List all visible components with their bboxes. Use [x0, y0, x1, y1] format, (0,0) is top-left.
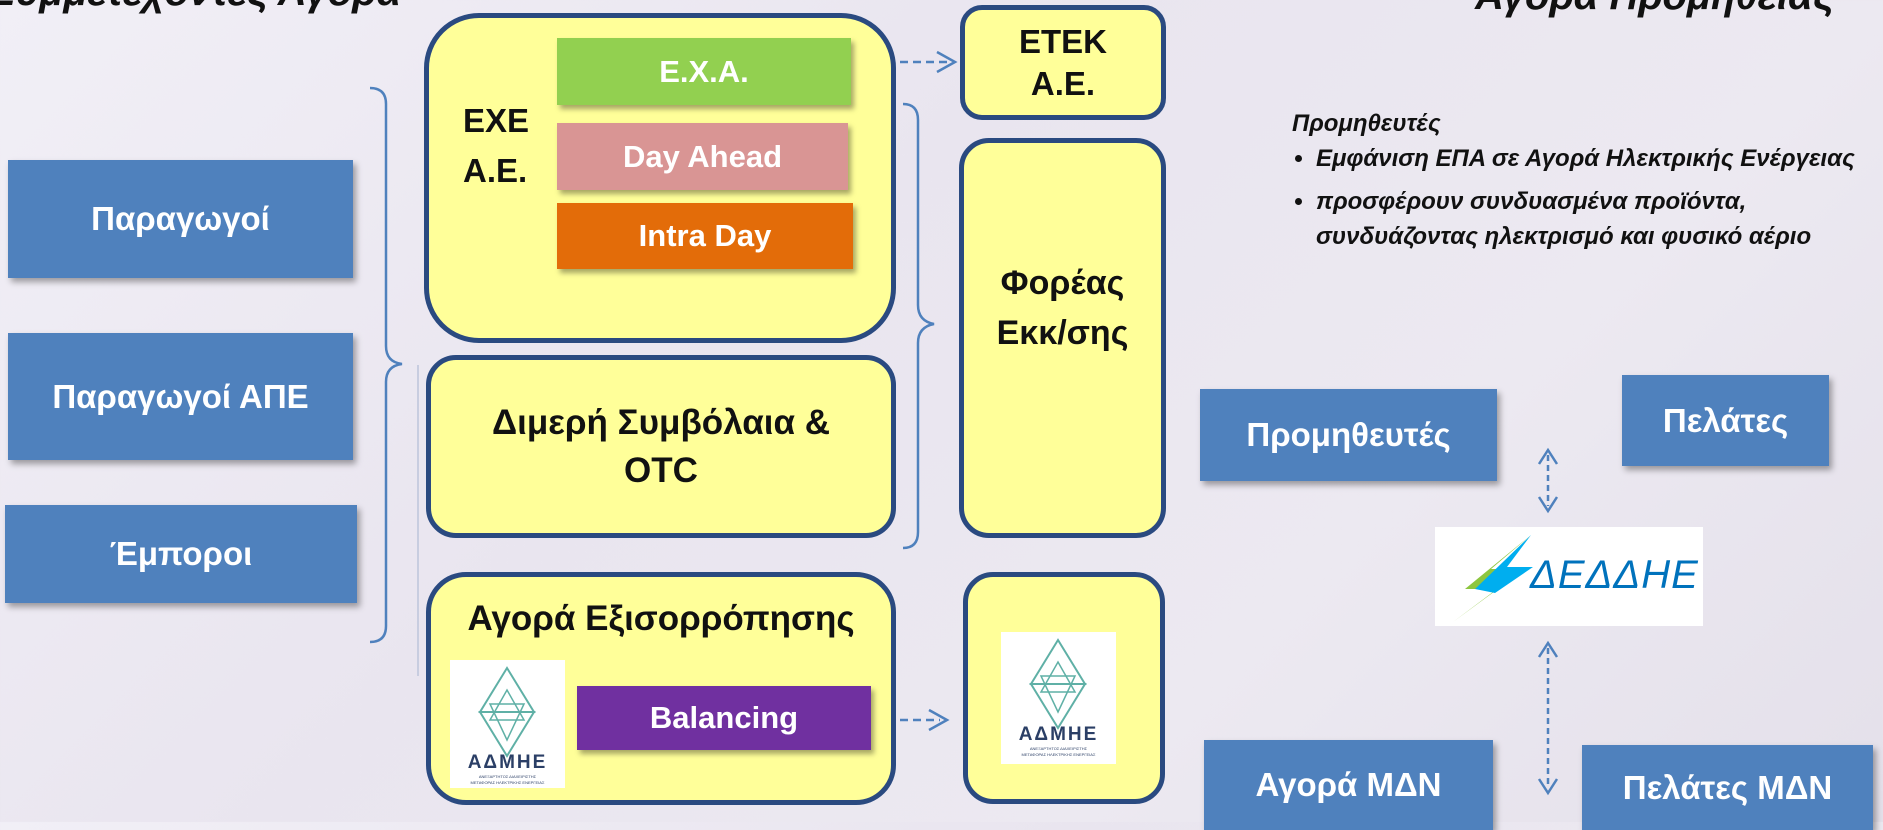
exchange-label: ΕΧΕ Α.Ε.: [463, 96, 529, 196]
etek-line1: ΕΤΕΚ: [1018, 22, 1107, 60]
clearing-line2: Εκκ/σης: [996, 314, 1129, 352]
admie-triangle-icon: [478, 666, 536, 758]
etek-line2: Α.Ε.: [1030, 64, 1096, 102]
clearing-box: Φορέας Εκκ/σης: [959, 138, 1166, 538]
suppliers-note-2: προσφέρουν συνδυασμένα προϊόντα, συνδυάζ…: [1316, 184, 1862, 254]
market-day-ahead: Day Ahead: [557, 123, 848, 190]
clearing-line1: Φορέας: [1000, 264, 1125, 302]
participant-res-producers: Παραγωγοί ΑΠΕ: [8, 333, 353, 460]
clearing-brace: [902, 102, 935, 550]
suppliers-notes-heading: Προμηθευτές: [1292, 110, 1441, 137]
admie-logo-right: ΑΔΜΗΕ ΑΝΕΞΑΡΤΗΤΟΣ ΔΙΑΧΕΙΡΙΣΤΗΣ ΜΕΤΑΦΟΡΑΣ…: [1001, 632, 1116, 764]
right-title: Αγορά Προμήθειας: [1475, 0, 1834, 19]
admie-triangle-icon-right: [1029, 638, 1087, 730]
balancing-title: Αγορά Εξισορρόπησης: [467, 599, 855, 638]
admie-logo-left: ΑΔΜΗΕ ΑΝΕΞΑΡΤΗΤΟΣ ΔΙΑΧΕΙΡΙΣΤΗΣ ΜΕΤΑΦΟΡΑΣ…: [450, 660, 565, 788]
suppliers-note-1: Εμφάνιση ΕΠΑ σε Αγορά Ηλεκτρικής Ενέργει…: [1316, 141, 1862, 176]
left-title: Συμμετέχοντες Αγορά: [0, 0, 401, 15]
market-intra-day: Intra Day: [557, 203, 853, 269]
exchange-label-line1: ΕΧΕ: [463, 102, 530, 139]
ndn-market-box: Αγορά ΜΔΝ: [1204, 740, 1493, 830]
exchange-label-line2: Α.Ε.: [463, 152, 528, 189]
suppliers-notes: Προμηθευτές Εμφάνιση ΕΠΑ σε Αγορά Ηλεκτρ…: [1292, 106, 1862, 262]
deddie-logo: ΔΕΔΔΗΕ: [1435, 527, 1703, 626]
deddie-bolt-icon: [1453, 535, 1533, 622]
bilateral-box: Διμερή Συμβόλαια & OTC: [426, 355, 896, 538]
etek-box: ΕΤΕΚ Α.Ε.: [960, 5, 1166, 120]
participant-traders: Έμποροι: [5, 505, 357, 603]
suppliers-notes-list: Εμφάνιση ΕΠΑ σε Αγορά Ηλεκτρικής Ενέργει…: [1292, 141, 1862, 254]
supply-customers-box: Πελάτες: [1622, 375, 1829, 466]
admie-box: [963, 572, 1165, 804]
balancing-bar: Balancing: [577, 686, 871, 750]
admie-logo-left-sub1: ΑΝΕΞΑΡΤΗΤΟΣ ΔΙΑΧΕΙΡΙΣΤΗΣ: [478, 774, 537, 779]
admie-logo-right-sub1: ΑΝΕΞΑΡΤΗΤΟΣ ΔΙΑΧΕΙΡΙΣΤΗΣ: [1029, 746, 1088, 751]
bilateral-line1: Διμερή Συμβόλαια &: [492, 402, 830, 442]
market-exa: Ε.Χ.Α.: [557, 38, 851, 105]
admie-logo-left-name: ΑΔΜΗΕ: [467, 752, 548, 773]
admie-logo-right-name: ΑΔΜΗΕ: [1018, 724, 1099, 745]
admie-logo-left-sub2: ΜΕΤΑΦΟΡΑΣ ΗΛΕΚΤΡΙΚΗΣ ΕΝΕΡΓΕΙΑΣ: [470, 780, 545, 785]
supply-suppliers-box: Προμηθευτές: [1200, 389, 1497, 481]
deddie-logo-name: ΔΕΔΔΗΕ: [1530, 553, 1699, 597]
participants-brace: [369, 86, 403, 644]
ndn-customers-box: Πελάτες ΜΔΝ: [1582, 745, 1873, 830]
participant-producers: Παραγωγοί: [8, 160, 353, 278]
bilateral-line2: OTC: [624, 450, 698, 490]
admie-logo-right-sub2: ΜΕΤΑΦΟΡΑΣ ΗΛΕΚΤΡΙΚΗΣ ΕΝΕΡΓΕΙΑΣ: [1021, 752, 1096, 757]
